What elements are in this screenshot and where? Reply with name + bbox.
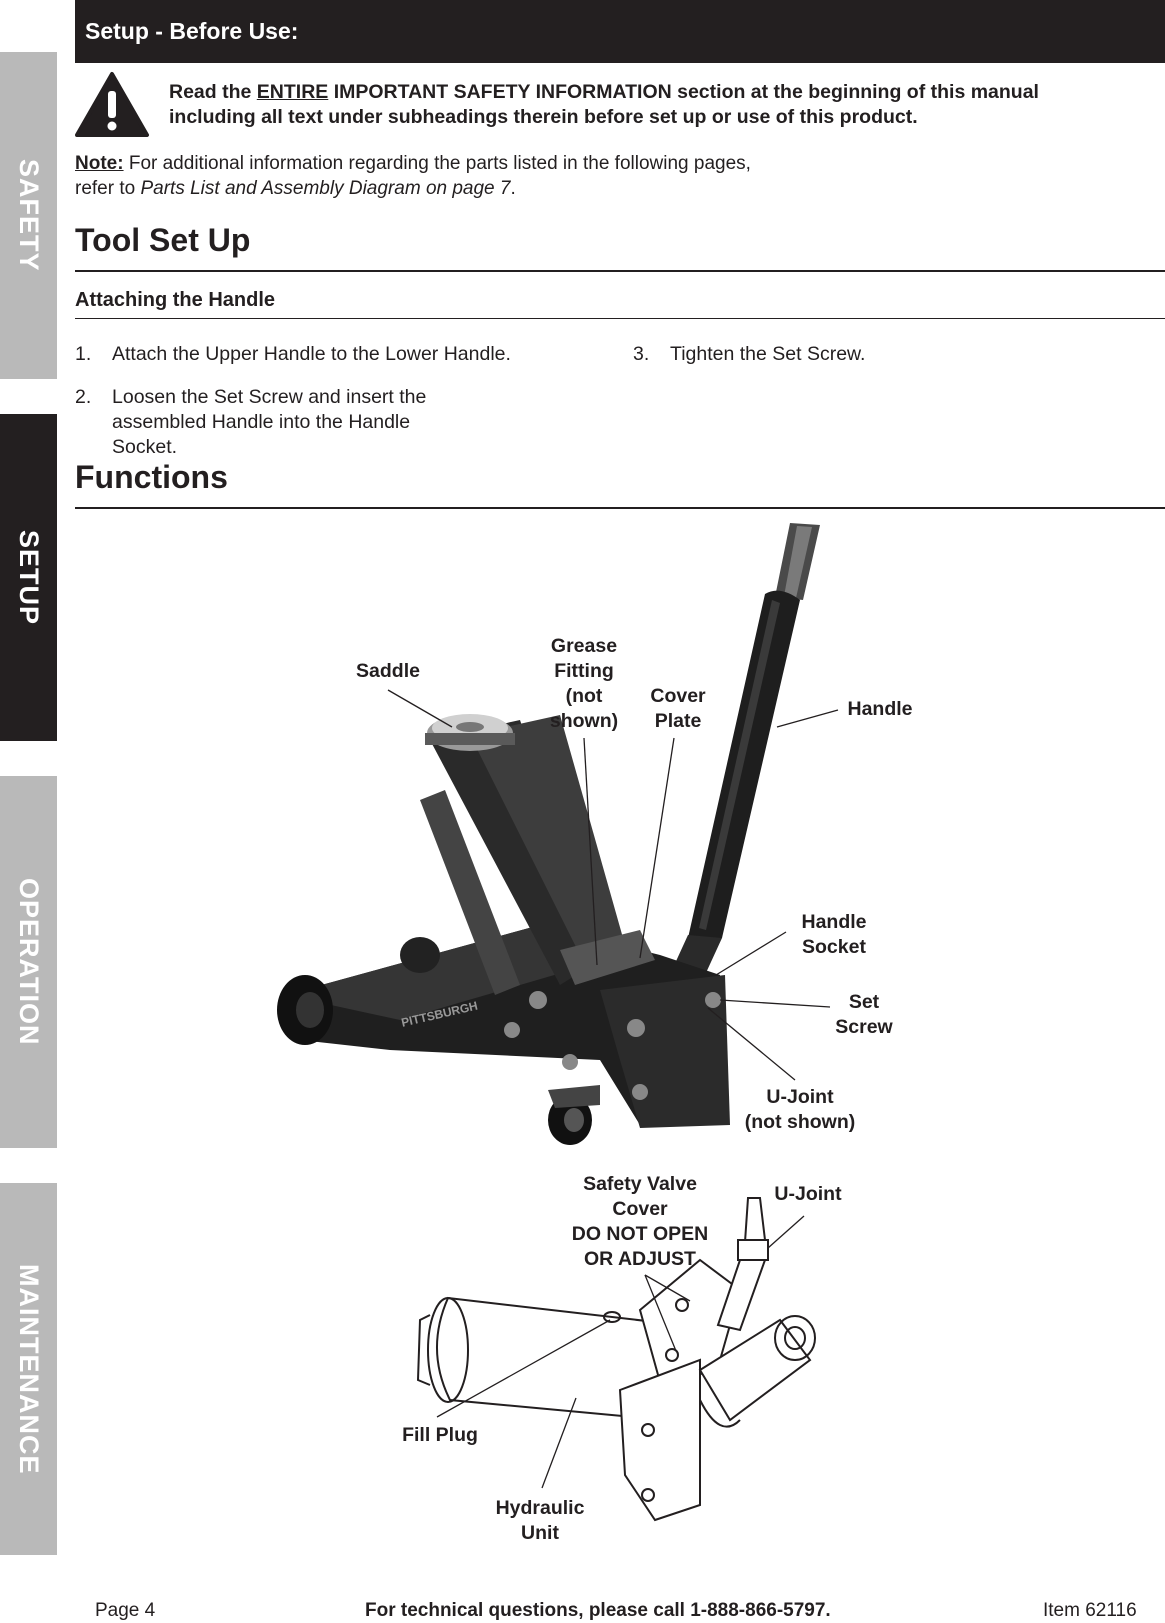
note-reference: Parts List and Assembly Diagram on page …: [140, 178, 511, 199]
label-safety-valve-1: Safety Valve: [583, 1173, 697, 1195]
attaching-handle-subheading: Attaching the Handle: [75, 289, 276, 311]
step-1-text: Attach the Upper Handle to the Lower Han…: [112, 343, 511, 365]
hydraulic-unit-illustration: [416, 1197, 816, 1522]
label-hydraulic-unit-2: Unit: [521, 1522, 559, 1544]
label-handle: Handle: [847, 698, 912, 720]
label-safety-valve-2: Cover: [612, 1198, 668, 1220]
warning-text-before: Read the: [169, 81, 257, 103]
step-3-num: 3.: [633, 343, 650, 365]
footer-item-number: Item 62116: [1043, 1600, 1137, 1621]
note-line2-prefix: refer to: [75, 178, 141, 199]
label-grease-2: Fitting: [554, 660, 614, 682]
tool-setup-rule: [75, 270, 1165, 272]
note-paragraph: Note: For additional information regardi…: [75, 151, 751, 201]
hydraulic-labels: Safety Valve Cover DO NOT OPEN OR ADJUST…: [402, 1173, 842, 1544]
functions-heading: Functions: [75, 459, 228, 495]
tab-safety[interactable]: SAFETY: [0, 52, 57, 379]
warning-text-after: IMPORTANT SAFETY INFORMATION section at …: [169, 81, 1039, 128]
step-1-num: 1.: [75, 343, 92, 365]
tab-setup-label: SETUP: [14, 529, 44, 626]
functions-rule: [75, 507, 1165, 509]
label-fill-plug: Fill Plug: [402, 1424, 478, 1446]
step-2-text: Loosen the Set Screw and insert the asse…: [112, 386, 427, 458]
label-ujoint-hidden-1: U-Joint: [766, 1086, 834, 1108]
label-cover-plate-1: Cover: [650, 685, 706, 707]
note-line2-suffix: .: [510, 178, 516, 199]
hydraulic-leader-lines: [436, 1215, 805, 1489]
tool-setup-heading: Tool Set Up: [75, 222, 251, 258]
footer-tech-support: For technical questions, please call 1-8…: [365, 1600, 831, 1621]
label-grease-4: shown): [550, 710, 618, 732]
safety-warning-text: Read the ENTIRE IMPORTANT SAFETY INFORMA…: [169, 80, 1069, 130]
label-safety-valve-4: OR ADJUST: [584, 1248, 696, 1270]
tab-operation-label: OPERATION: [14, 878, 44, 1046]
label-set-screw-2: Screw: [835, 1016, 893, 1038]
tab-maintenance-label: MAINTENANCE: [14, 1263, 44, 1475]
subheading-rule: [75, 318, 1165, 319]
note-label: Note:: [75, 153, 124, 174]
step-3-text: Tighten the Set Screw.: [670, 343, 866, 365]
label-saddle: Saddle: [356, 660, 420, 682]
section-header-title: Setup - Before Use:: [85, 18, 299, 44]
jack-leader-lines: [387, 689, 839, 1081]
label-cover-plate-2: Plate: [655, 710, 702, 732]
section-header-bar: Setup - Before Use:: [75, 0, 1165, 63]
tab-safety-label: SAFETY: [14, 159, 44, 272]
label-grease-3: (not: [566, 685, 603, 707]
label-grease-1: Grease: [551, 635, 617, 657]
label-hydraulic-unit-1: Hydraulic: [496, 1497, 585, 1519]
note-line1: For additional information regarding the…: [123, 153, 751, 174]
step-2-num: 2.: [75, 386, 92, 408]
tab-maintenance[interactable]: MAINTENANCE: [0, 1183, 57, 1555]
label-safety-valve-3: DO NOT OPEN: [572, 1223, 709, 1245]
floor-jack-illustration: PITTSBURGH: [277, 523, 820, 1145]
label-ujoint-hidden-2: (not shown): [745, 1111, 855, 1133]
jack-labels: Saddle Grease Fitting (not shown) Cover …: [356, 635, 913, 1133]
label-handle-socket-1: Handle: [801, 911, 866, 933]
label-set-screw-1: Set: [849, 991, 880, 1013]
warning-triangle-icon: [75, 72, 149, 137]
warning-text-underlined: ENTIRE: [256, 81, 329, 103]
label-ujoint: U-Joint: [774, 1183, 842, 1205]
label-handle-socket-2: Socket: [802, 936, 866, 958]
tab-setup[interactable]: SETUP: [0, 414, 57, 741]
tab-operation[interactable]: OPERATION: [0, 776, 57, 1148]
footer-page-number: Page 4: [95, 1600, 156, 1621]
